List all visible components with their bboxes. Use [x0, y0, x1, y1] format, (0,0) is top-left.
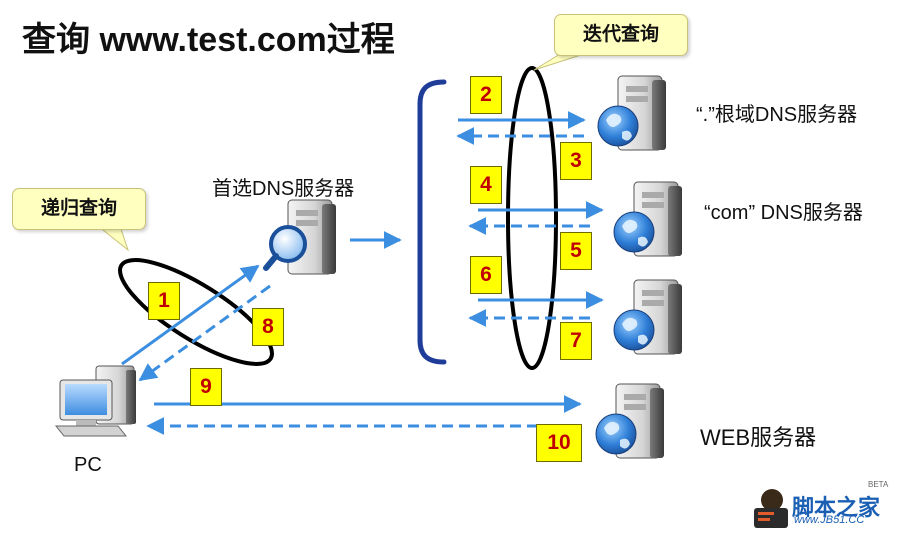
web-server-icon — [595, 383, 664, 459]
iterative-bracket — [417, 79, 447, 365]
recursive-ellipse — [118, 258, 274, 366]
step-badge-2: 2 — [470, 76, 502, 114]
third-dns-server-icon — [613, 279, 682, 355]
page-title: 查询 www.test.com过程 — [22, 21, 395, 59]
step-badge-4: 4 — [470, 166, 502, 204]
preferred-dns-server-icon — [263, 199, 336, 275]
pc-computer-icon — [54, 365, 136, 437]
site-logo[interactable]: 脚本之家 www.JB51.CC BETA — [750, 480, 898, 532]
iterative-ellipse — [506, 66, 558, 370]
root-dns-label: “.”根域DNS服务器 — [696, 104, 858, 126]
step-badge-5: 5 — [560, 232, 592, 270]
logo-text: 脚本之家 — [792, 495, 881, 520]
logo-beta-badge: BETA — [868, 480, 889, 489]
web-server-label: WEB服务器 — [700, 425, 817, 450]
com-dns-label: “com” DNS服务器 — [704, 202, 863, 224]
pc-label: PC — [74, 454, 102, 476]
step-badge-3: 3 — [560, 142, 592, 180]
com-dns-server-icon — [613, 181, 682, 257]
preferred-dns-label: 首选DNS服务器 — [212, 178, 355, 200]
arrow-step-1 — [121, 264, 260, 366]
step-badge-1: 1 — [148, 282, 180, 320]
iterative-query-callout: 迭代查询 — [554, 14, 688, 56]
recursive-query-callout: 递归查询 — [12, 188, 146, 230]
arrow-group — [121, 111, 604, 435]
step-badge-9: 9 — [190, 368, 222, 406]
step-badge-10: 10 — [536, 424, 582, 462]
root-dns-server-icon — [597, 75, 666, 151]
step-badge-8: 8 — [252, 308, 284, 346]
logo-mascot-icon — [754, 489, 788, 528]
logo-url: www.JB51.CC — [794, 514, 865, 526]
step-badge-7: 7 — [560, 322, 592, 360]
iterative-callout-tail — [533, 53, 585, 71]
step-badge-6: 6 — [470, 256, 502, 294]
arrow-step-8 — [138, 284, 271, 382]
